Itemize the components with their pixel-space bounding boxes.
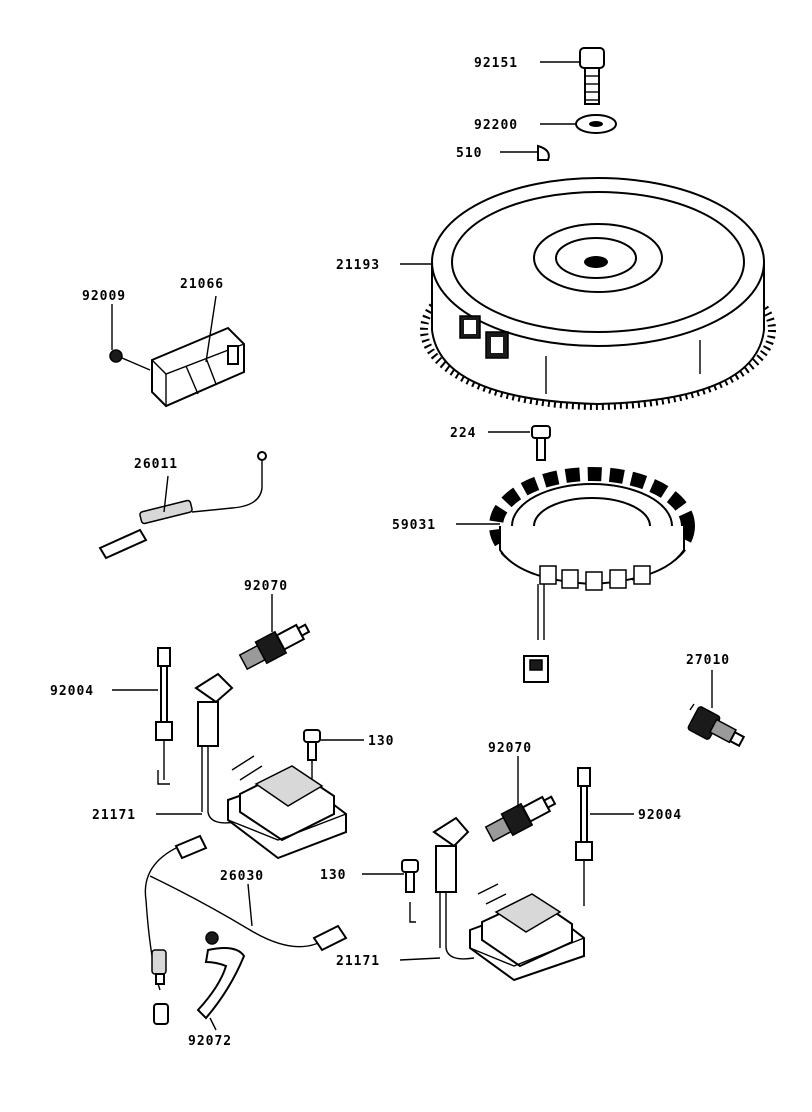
module-21066 (151, 326, 245, 408)
washer-92200 (575, 114, 617, 134)
label-92070-upper: 92070 (244, 579, 288, 594)
stud-92004-lower (575, 767, 593, 906)
clamp-92072 (196, 931, 246, 1020)
label-130-upper: 130 (368, 734, 394, 749)
stud-92004-upper (155, 647, 173, 785)
label-92200: 92200 (474, 118, 518, 133)
label-27010: 27010 (686, 653, 730, 668)
stator-59031 (489, 467, 695, 683)
key-510 (537, 144, 550, 161)
lead-26030 (144, 834, 348, 1025)
screw-92009 (109, 349, 151, 371)
label-92009: 92009 (82, 289, 126, 304)
lead-26011 (98, 451, 267, 560)
label-92070-lower: 92070 (488, 741, 532, 756)
ignition-coil-21171-lower (432, 816, 585, 982)
oil-switch-27010 (687, 703, 746, 748)
spark-plug-92070-lower (484, 795, 557, 843)
label-130-lower: 130 (320, 868, 346, 883)
label-21066: 21066 (180, 277, 224, 292)
label-92151: 92151 (474, 56, 518, 71)
label-92004-lower: 92004 (638, 808, 682, 823)
label-510: 510 (456, 146, 482, 161)
bolt-92151 (579, 47, 605, 105)
flywheel-21193 (420, 177, 776, 410)
bolt-130-lower (401, 859, 419, 923)
label-21171-lower: 21171 (336, 954, 380, 969)
bolt-224 (531, 425, 551, 461)
part-labels: 92151 92200 510 21193 92009 21066 224 26… (50, 56, 730, 1049)
spark-plug-92070-upper (238, 623, 311, 671)
bolt-130-upper (303, 729, 321, 780)
label-26011: 26011 (134, 457, 178, 472)
label-224: 224 (450, 426, 476, 441)
ignition-coil-21171-upper (194, 672, 347, 860)
label-92004-upper: 92004 (50, 684, 94, 699)
leader-lines (111, 61, 713, 1031)
label-26030: 26030 (220, 869, 264, 884)
label-92072: 92072 (188, 1034, 232, 1049)
label-59031: 59031 (392, 518, 436, 533)
label-21193: 21193 (336, 258, 380, 273)
label-21171-upper: 21171 (92, 808, 136, 823)
